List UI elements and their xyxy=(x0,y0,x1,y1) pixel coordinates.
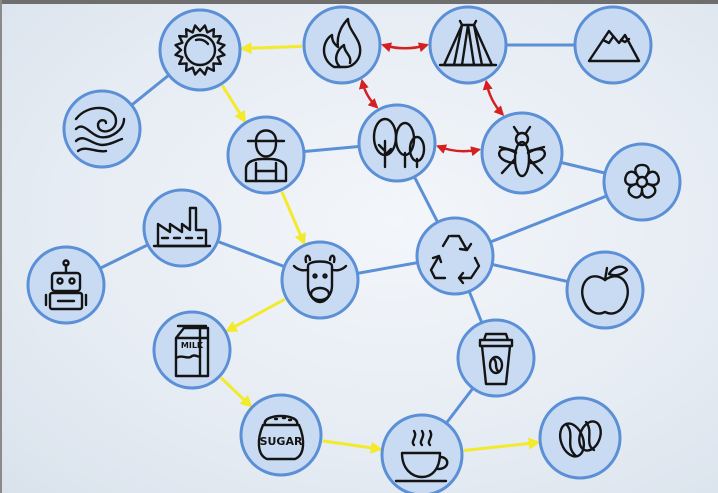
node-fly xyxy=(480,111,564,195)
node-sugar: SUGAR xyxy=(239,393,323,477)
sugar-label: SUGAR xyxy=(260,435,303,448)
node-mountain xyxy=(573,5,653,85)
coffee-beans-icon xyxy=(558,420,602,458)
node-robot xyxy=(26,245,106,325)
factory-icon xyxy=(152,206,212,248)
flow-arrow-farmer-to-cow xyxy=(280,191,306,246)
farmer-icon xyxy=(244,129,288,183)
trees-icon xyxy=(372,117,426,169)
node-coffee xyxy=(380,413,464,493)
recycle-icon xyxy=(429,234,481,285)
exchange-arrow-trees-fly xyxy=(436,144,482,157)
node-circle xyxy=(415,216,495,296)
node-trees xyxy=(357,103,437,183)
flower-icon xyxy=(624,163,660,199)
node-sun xyxy=(158,8,242,92)
flow-arrow-coffee-to-beans xyxy=(463,437,541,452)
exchange-arrow-fire-tent xyxy=(381,42,429,53)
flow-arrow-sugar-to-coffee xyxy=(322,439,383,454)
fly-icon xyxy=(498,125,546,178)
node-factory xyxy=(142,188,222,268)
node-flower xyxy=(602,142,682,222)
takeaway-coffee-icon xyxy=(478,332,514,386)
node-circle xyxy=(26,245,106,325)
apple-icon xyxy=(581,265,629,315)
fire-icon xyxy=(322,17,362,69)
node-circle xyxy=(602,142,682,222)
cow-icon xyxy=(292,254,348,304)
node-recycle xyxy=(415,216,495,296)
node-circle xyxy=(152,310,232,390)
node-circle xyxy=(428,5,508,85)
node-beans xyxy=(538,396,622,480)
window-left-border xyxy=(0,0,2,493)
coffee-cup-icon xyxy=(394,429,449,483)
sun-icon xyxy=(174,24,226,76)
window-top-border xyxy=(0,0,718,4)
exchange-arrow-tent-fly xyxy=(482,79,505,116)
node-circle xyxy=(565,250,645,330)
node-coffee-cup xyxy=(456,318,536,398)
node-farmer xyxy=(226,115,306,195)
node-cow xyxy=(280,240,360,320)
flow-arrow-sun-to-farmer xyxy=(221,84,246,124)
robot-icon xyxy=(44,259,88,311)
node-wind xyxy=(62,89,142,169)
node-circle xyxy=(280,240,360,320)
node-circle xyxy=(573,5,653,85)
mountain-icon xyxy=(587,29,641,63)
sugar-sack-icon xyxy=(257,414,305,461)
milk-carton-icon xyxy=(174,324,210,378)
flow-arrow-milk-to-sugar xyxy=(219,376,253,408)
tent-icon xyxy=(438,19,498,67)
node-circle xyxy=(480,111,564,195)
milk-label: MILK xyxy=(181,341,204,350)
node-milk: MILK xyxy=(152,310,232,390)
node-apple xyxy=(565,250,645,330)
exchange-arrow-fire-trees xyxy=(358,78,379,109)
flow-arrow-cow-to-milk xyxy=(224,297,286,333)
node-fire xyxy=(302,5,382,85)
flow-arrow-fire-to-sun xyxy=(239,42,303,55)
node-tent xyxy=(428,5,508,85)
wind-icon xyxy=(74,106,126,153)
node-circle xyxy=(158,8,242,92)
